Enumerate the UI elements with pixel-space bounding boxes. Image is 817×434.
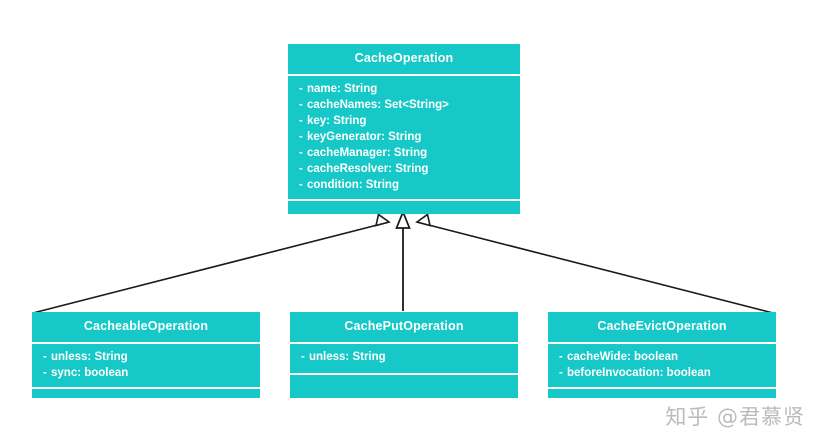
attribute-row: -cacheResolver: String xyxy=(288,161,520,177)
class-name-cacheable-operation: CacheableOperation xyxy=(32,312,260,344)
attribute-row: -condition: String xyxy=(288,177,520,193)
attribute-text: cacheWide: boolean xyxy=(567,350,679,363)
attribute-row: -unless: String xyxy=(290,349,518,365)
attribute-compartment-cache-put-operation: -unless: String xyxy=(290,344,518,375)
attribute-text: keyGenerator: String xyxy=(307,130,422,143)
edge-cacheable-to-cacheoperation xyxy=(32,213,391,314)
attribute-row: -unless: String xyxy=(32,349,260,365)
attribute-row: -keyGenerator: String xyxy=(288,129,520,145)
attribute-text: sync: boolean xyxy=(51,366,129,379)
attribute-row: -key: String xyxy=(288,113,520,129)
attribute-text: name: String xyxy=(307,82,378,95)
class-box-cache-evict-operation[interactable]: CacheEvictOperation -cacheWide: boolean … xyxy=(548,312,776,398)
attribute-compartment-cache-evict-operation: -cacheWide: boolean -beforeInvocation: b… xyxy=(548,344,776,389)
class-name-cache-operation: CacheOperation xyxy=(288,44,520,76)
class-box-cacheable-operation[interactable]: CacheableOperation -unless: String -sync… xyxy=(32,312,260,398)
attribute-text: cacheNames: Set<String> xyxy=(307,98,449,111)
attribute-text: unless: String xyxy=(309,350,386,363)
attribute-text: beforeInvocation: boolean xyxy=(567,366,711,379)
visibility-marker: - xyxy=(299,162,303,175)
visibility-marker: - xyxy=(299,146,303,159)
operation-compartment-cacheable-operation xyxy=(32,389,260,399)
visibility-marker: - xyxy=(299,98,303,111)
class-box-cache-operation[interactable]: CacheOperation -name: String -cacheNames… xyxy=(288,44,520,214)
edge-cacheevict-to-cacheoperation xyxy=(415,213,774,314)
watermark: 知乎 @君慕贤 xyxy=(665,405,805,429)
class-name-cache-put-operation: CachePutOperation xyxy=(290,312,518,344)
visibility-marker: - xyxy=(299,130,303,143)
attribute-text: cacheManager: String xyxy=(307,146,428,159)
visibility-marker: - xyxy=(43,366,47,379)
attribute-text: key: String xyxy=(307,114,367,127)
operation-compartment-cache-put-operation xyxy=(290,375,518,398)
edge-cacheput-to-cacheoperation xyxy=(395,209,411,311)
visibility-marker: - xyxy=(299,114,303,127)
attribute-text: condition: String xyxy=(307,178,399,191)
class-box-cache-put-operation[interactable]: CachePutOperation -unless: String xyxy=(290,312,518,398)
class-name-cache-evict-operation: CacheEvictOperation xyxy=(548,312,776,344)
visibility-marker: - xyxy=(559,350,563,363)
attribute-text: unless: String xyxy=(51,350,128,363)
attribute-row: -sync: boolean xyxy=(32,365,260,381)
attribute-row: -name: String xyxy=(288,81,520,97)
visibility-marker: - xyxy=(299,82,303,95)
operation-compartment-cache-evict-operation xyxy=(548,389,776,399)
attribute-text: cacheResolver: String xyxy=(307,162,429,175)
visibility-marker: - xyxy=(559,366,563,379)
visibility-marker: - xyxy=(43,350,47,363)
visibility-marker: - xyxy=(301,350,305,363)
visibility-marker: - xyxy=(299,178,303,191)
operation-compartment-cache-operation xyxy=(288,201,520,215)
attribute-row: -cacheManager: String xyxy=(288,145,520,161)
attribute-row: -beforeInvocation: boolean xyxy=(548,365,776,381)
attribute-compartment-cache-operation: -name: String -cacheNames: Set<String> -… xyxy=(288,76,520,201)
attribute-row: -cacheWide: boolean xyxy=(548,349,776,365)
attribute-compartment-cacheable-operation: -unless: String -sync: boolean xyxy=(32,344,260,389)
attribute-row: -cacheNames: Set<String> xyxy=(288,97,520,113)
